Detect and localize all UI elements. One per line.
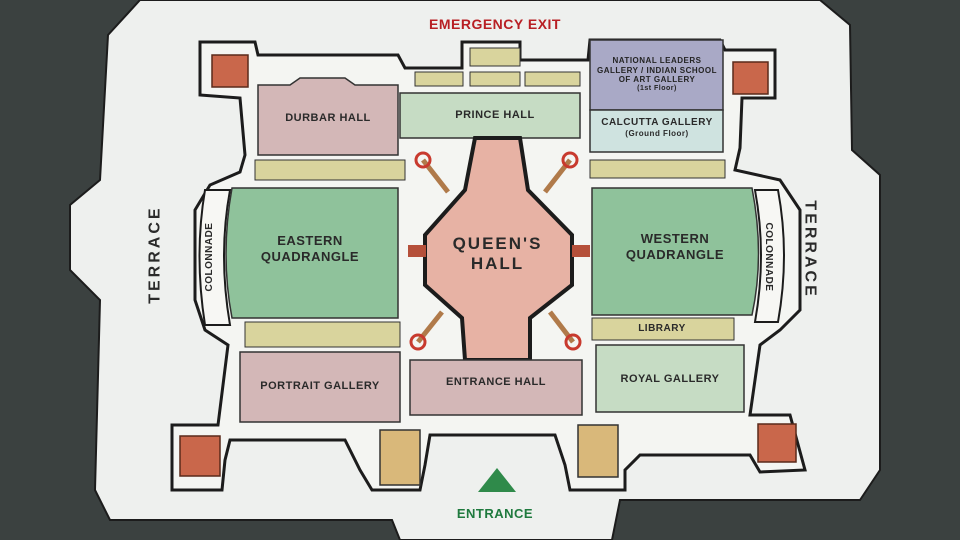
corridor-upper-right [589,159,726,179]
staircase-bottom-right [548,310,582,351]
calcutta-gallery-floor: (Ground Floor) [625,129,689,138]
queens-hall-label: QUEEN'S HALL [440,234,555,275]
entrance-triangle [478,468,516,492]
royal-gallery-room [595,344,745,413]
tower-top-right [732,61,769,95]
exit-corridor-center [469,47,521,67]
western-quadrangle-line1: WESTERN [640,231,710,246]
royal-gallery-label: ROYAL GALLERY [620,373,720,385]
eastern-quadrangle-line2: QUADRANGLE [260,248,360,264]
tower-bottom-right [757,423,797,463]
corridor-lower-left [244,321,401,348]
durbar-hall-label: DURBAR HALL [285,112,371,124]
national-leaders-floor: (1st Floor) [637,84,677,92]
tower-bottom-left [179,435,221,477]
queens-hall-line2: HALL [470,254,525,274]
staircase-bottom-left [409,310,444,351]
wing-room-left [379,429,421,486]
eastern-quadrangle-line1: EASTERN [277,233,343,248]
exit-corridor-left [414,71,464,87]
corridor-upper-left [254,159,406,181]
entrance-label: ENTRANCE [456,506,534,521]
portrait-gallery-room [239,351,401,423]
emergency-exit-label: EMERGENCY EXIT [429,16,561,32]
queens-hall-line1: QUEEN'S [452,234,543,253]
national-leaders-room [589,39,724,111]
exit-corridor-right [524,71,581,87]
calcutta-gallery-name: CALCUTTA GALLERY [601,117,713,128]
terrace-right-label: TERRACE [801,200,819,299]
calcutta-gallery-label: CALCUTTA GALLERY (Ground Floor) [592,117,722,139]
wing-room-right [577,424,619,478]
western-quadrangle-line2: QUADRANGLE [625,246,725,262]
entrance-hall-label: ENTRANCE HALL [446,376,546,388]
eastern-quadrangle-label: EASTERN QUADRANGLE [245,233,375,264]
library-label: LIBRARY [638,323,686,334]
calcutta-gallery-room [589,109,724,153]
entrance-hall-room [409,359,583,416]
durbar-hall-room [257,77,399,156]
colonnade-right-label: COLONNADE [763,222,774,292]
prince-hall-label: PRINCE HALL [455,109,535,121]
western-quadrangle-room [591,187,760,316]
national-leaders-line3: OF ART GALLERY [618,75,696,85]
national-leaders-line1: NATIONAL LEADERS [612,56,702,65]
library-room [591,317,735,341]
colonnade-left-strip [198,189,232,326]
staircase-top-left [414,151,450,194]
national-leaders-label: NATIONAL LEADERS GALLERY / INDIAN SCHOOL… [592,56,722,93]
colonnade-right-strip [753,189,785,323]
staircase-top-right [543,151,579,194]
western-quadrangle-label: WESTERN QUADRANGLE [610,231,740,262]
tower-top-left [211,54,249,88]
portrait-gallery-label: PORTRAIT GALLERY [260,380,380,392]
terrace-left-label: TERRACE [146,205,164,304]
prince-hall-room [399,92,581,139]
national-leaders-line2: GALLERY / INDIAN SCHOOL [597,65,717,75]
colonnade-left-label: COLONNADE [204,222,215,292]
queens-hall-door-right [572,245,590,257]
queens-hall-door-left [408,245,426,257]
eastern-quadrangle-room [225,187,399,319]
exit-corridor-mid [469,71,521,87]
